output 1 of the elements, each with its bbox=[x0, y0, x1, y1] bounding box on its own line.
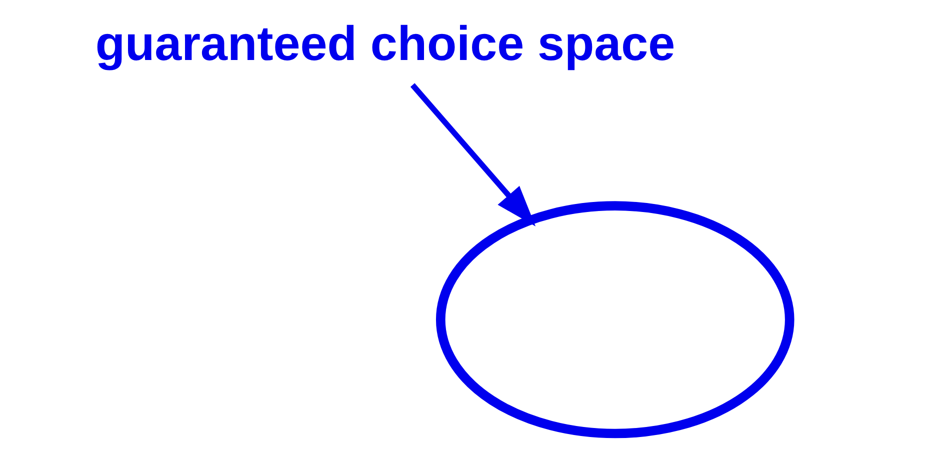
node-text: guaranteed choice space bbox=[95, 16, 676, 71]
